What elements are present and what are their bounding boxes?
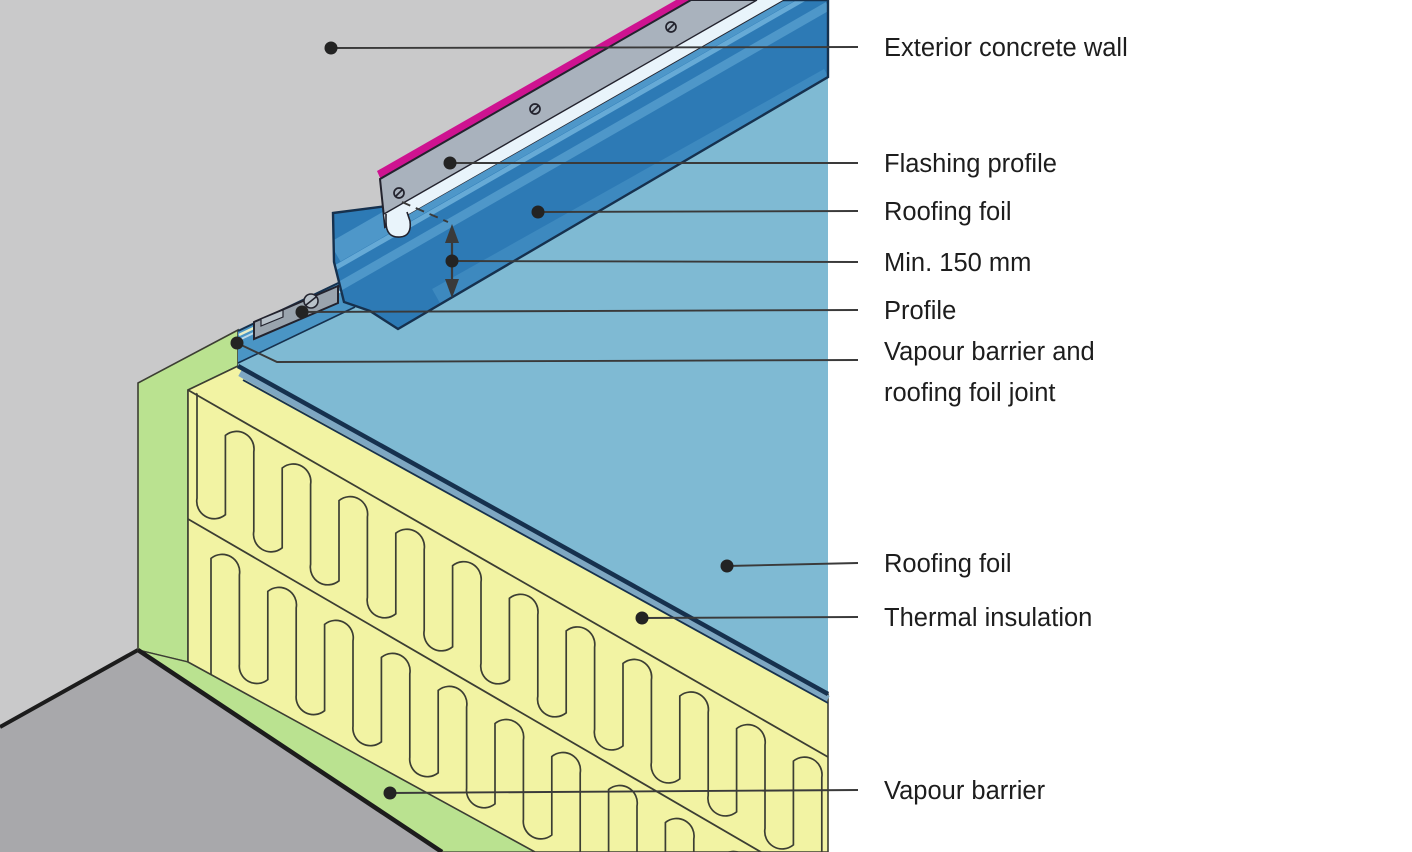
leader-dot-vapour-barrier-joint [230,336,244,350]
leader-dot-thermal-insulation [635,611,649,625]
leader-dot-exterior-concrete-wall [324,41,338,55]
label-vapour-barrier: Vapour barrier [884,777,1046,805]
flashing-screws [393,21,677,199]
arrowhead-up-icon [445,224,459,243]
leader-line-roofing-foil-upstand [537,210,859,213]
leader-line-thermal-insulation [641,616,859,619]
arrowhead-down-icon [445,279,459,298]
floor [0,648,442,852]
thermal-insulation-layer [187,365,829,852]
leader-dot-roofing-foil-deck [720,559,734,573]
label-profile: Profile [884,297,956,325]
leader-line-min-150-mm [451,260,859,263]
leader-line-exterior-concrete-wall [330,46,859,49]
insulation-batt-pattern-lower [210,553,809,852]
label-roofing-foil-deck: Roofing foil [884,550,1012,578]
label-roofing-foil-upstand: Roofing foil [884,198,1012,226]
leader-line-roofing-foil-deck [726,562,859,567]
flashing-profile-part [377,0,786,238]
leader-dot-min-150-mm [445,254,459,268]
leader-line-vapour-barrier-joint [236,342,859,363]
flashing-end-curl [385,211,412,238]
leader-line-vapour-barrier [389,789,859,794]
leader-line-profile [301,309,859,313]
leader-dot-roofing-foil-upstand [531,205,545,219]
leader-dot-flashing-profile [443,156,457,170]
label-thermal-insulation: Thermal insulation [884,604,1092,632]
label-flashing-profile: Flashing profile [884,150,1057,178]
insulation-batt-pattern-upper [195,388,823,852]
label-exterior-concrete-wall: Exterior concrete wall [884,34,1128,62]
roofing-foil-deck [236,22,830,704]
label-min-150-mm: Min. 150 mm [884,249,1031,277]
leader-dot-vapour-barrier [383,786,397,800]
leader-dot-profile [295,305,309,319]
